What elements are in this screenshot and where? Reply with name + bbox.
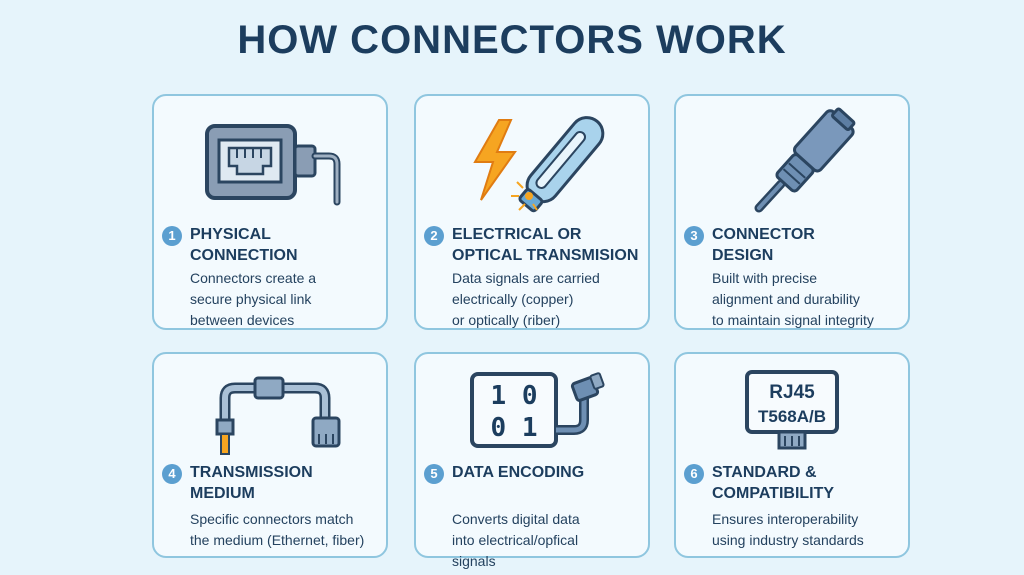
step-number-badge: 1 [162,226,182,246]
step-number-badge: 3 [684,226,704,246]
step-number-badge: 6 [684,464,704,484]
lightning-fiber-icon [416,104,648,214]
connector-plug-icon [676,104,908,214]
binary-row-1: 1 0 [491,381,538,411]
chip-label-rj45: RJ45 [769,382,815,403]
card-heading: DATA ENCODING [452,464,585,481]
step-number-badge: 5 [424,464,444,484]
standard-chip-icon: RJ45 T568A/B [676,358,908,458]
step-number-badge: 2 [424,226,444,246]
binary-row-2: 0 1 [491,413,538,443]
chip-label-standard: T568A/B [758,407,826,426]
card-data-encoding: 1 0 0 1 5 DATA ENCODING Converts digital… [414,352,650,569]
page-title: HOW CONNECTORS WORK [237,18,787,62]
card-heading: STANDARD &COMPATIBILITY [712,464,835,502]
ethernet-port-icon [154,104,386,214]
step-number-badge: 4 [162,464,182,484]
card-standard-compatibility: RJ45 T568A/B 6 STANDARD &COMPATIBILITY E… [674,352,910,558]
binary-data-icon: 1 0 0 1 [416,358,648,458]
cable-icon [154,358,386,458]
